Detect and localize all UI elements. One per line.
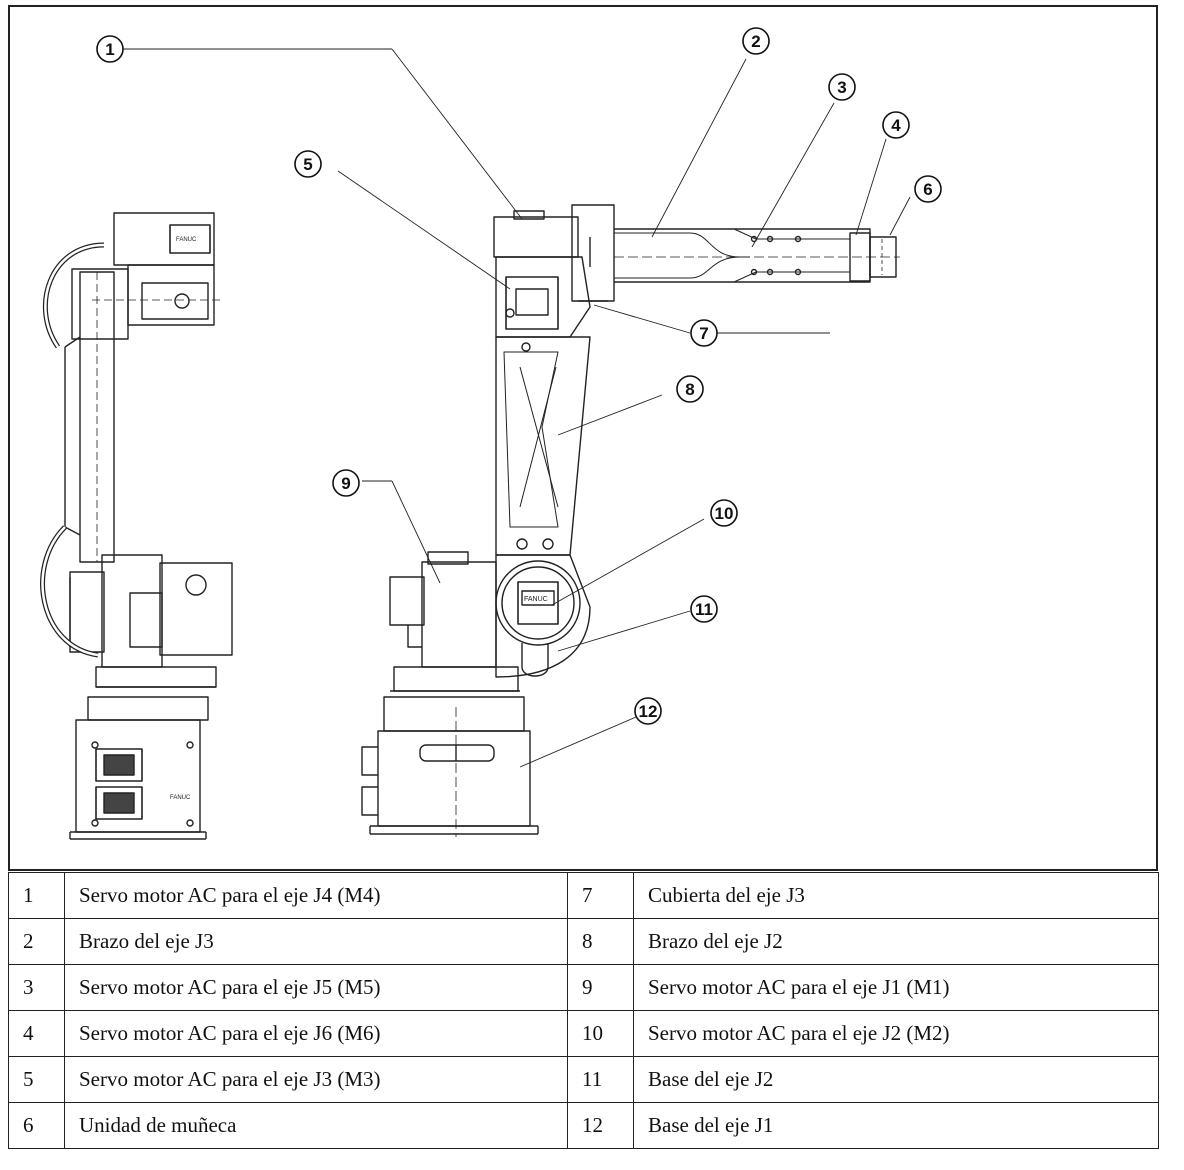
- callout-number: 11: [695, 600, 713, 619]
- callout-11: 11: [690, 595, 718, 623]
- callout-leaders: [122, 48, 911, 768]
- legend-number: 5: [8, 1056, 65, 1103]
- callout-circle: [294, 150, 322, 178]
- callout-number: 2: [751, 32, 760, 51]
- callout-6: 6: [914, 175, 942, 203]
- callout-circle: [676, 375, 704, 403]
- legend-number: 1: [8, 872, 65, 919]
- callout-number: 12: [639, 702, 658, 721]
- legend-description: Servo motor AC para el eje J3 (M3): [64, 1056, 568, 1103]
- callout-number: 10: [715, 504, 734, 523]
- callout-circle: [882, 111, 910, 139]
- callout-circle: [828, 73, 856, 101]
- callout-9: 9: [332, 469, 360, 497]
- robot-diagram: FANUC FANUC: [8, 5, 1158, 871]
- callout-number: 9: [341, 474, 350, 493]
- callout-10: 10: [710, 499, 738, 527]
- callout-number: 5: [303, 155, 312, 174]
- legend-number: 11: [567, 1056, 634, 1103]
- robot-side-view: FANUC FANUC: [40, 212, 233, 840]
- callout-2: 2: [742, 27, 770, 55]
- callout-circle: [742, 27, 770, 55]
- legend-number: 2: [8, 918, 65, 965]
- callout-circle: [96, 35, 124, 63]
- callout-circle: [634, 697, 662, 725]
- callout-number: 4: [891, 116, 901, 135]
- legend-description: Servo motor AC para el eje J2 (M2): [633, 1010, 1159, 1057]
- callout-4: 4: [882, 111, 910, 139]
- callout-8: 8: [676, 375, 704, 403]
- callout-1: 1: [96, 35, 124, 63]
- callout-circle: [332, 469, 360, 497]
- legend-description: Base del eje J1: [633, 1102, 1159, 1149]
- legend-description: Brazo del eje J3: [64, 918, 568, 965]
- brand-plate-text: FANUC: [170, 795, 191, 801]
- callout-circle: [914, 175, 942, 203]
- legend-description: Servo motor AC para el eje J1 (M1): [633, 964, 1159, 1011]
- callout-5: 5: [294, 150, 322, 178]
- legend-number: 9: [567, 964, 634, 1011]
- legend-description: Cubierta del eje J3: [633, 872, 1159, 919]
- callout-7: 7: [690, 319, 718, 347]
- callout-number: 1: [105, 40, 114, 59]
- legend-description: Servo motor AC para el eje J5 (M5): [64, 964, 568, 1011]
- legend-number: 8: [567, 918, 634, 965]
- callout-circle: [710, 499, 738, 527]
- robot-front-view: FANUC: [361, 204, 900, 837]
- callout-number: 3: [837, 78, 846, 97]
- legend-description: Brazo del eje J2: [633, 918, 1159, 965]
- callout-circle: [690, 595, 718, 623]
- callout-number: 7: [699, 324, 708, 343]
- legend-number: 3: [8, 964, 65, 1011]
- legend-description: Unidad de muñeca: [64, 1102, 568, 1149]
- legend-description: Servo motor AC para el eje J4 (M4): [64, 872, 568, 919]
- robot-drawing: FANUC FANUC: [40, 27, 942, 840]
- legend-number: 7: [567, 872, 634, 919]
- legend-description: Servo motor AC para el eje J6 (M6): [64, 1010, 568, 1057]
- callout-12: 12: [634, 697, 662, 725]
- callout-circle: [690, 319, 718, 347]
- legend-description: Base del eje J2: [633, 1056, 1159, 1103]
- brand-plate-text: FANUC: [176, 237, 197, 243]
- callout-number: 6: [923, 180, 932, 199]
- callout-3: 3: [828, 73, 856, 101]
- callout-number: 8: [685, 380, 694, 399]
- brand-plate-text: FANUC: [524, 596, 548, 603]
- legend-number: 4: [8, 1010, 65, 1057]
- legend-number: 10: [567, 1010, 634, 1057]
- legend-number: 6: [8, 1102, 65, 1149]
- legend-number: 12: [567, 1102, 634, 1149]
